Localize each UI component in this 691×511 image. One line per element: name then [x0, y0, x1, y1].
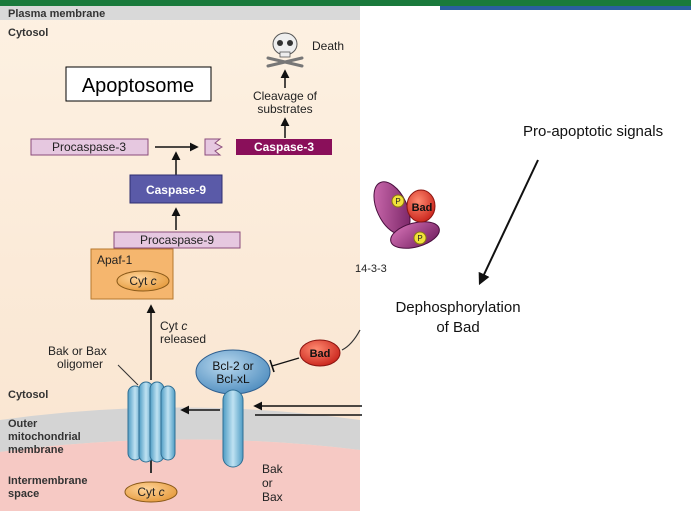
oligomer-pointer — [117, 364, 139, 386]
top-bar — [0, 0, 691, 6]
apoptosome-label: Apoptosome — [82, 75, 194, 97]
top-bar-accent — [440, 6, 691, 10]
intermembrane-label-1: Intermembrane — [8, 475, 87, 487]
dephosphorylation-label-2: of Bad — [436, 319, 479, 336]
bad-label: Bad — [310, 348, 331, 360]
cytc-released-label-2: released — [160, 332, 206, 346]
bak-bax-label-3: Bax — [262, 490, 283, 504]
phosphate-1 — [391, 194, 405, 208]
inhibition-line — [271, 357, 300, 367]
death-label: Death — [312, 39, 344, 53]
skull-icon — [266, 32, 304, 68]
bad-connector — [341, 329, 361, 351]
bak-bax-single — [222, 389, 244, 468]
intermembrane-label-2: space — [8, 488, 39, 500]
procaspase-3-label: Procaspase-3 — [52, 140, 126, 154]
inhibition-bar — [269, 359, 275, 373]
cyt-c-intermembrane-label: Cyt c — [137, 485, 164, 499]
dephosphorylation-label-1: Dephosphorylation — [395, 299, 520, 316]
oligomer-label-2: oligomer — [57, 357, 103, 371]
bcl-2-label-1: Bcl-2 or — [212, 359, 253, 373]
bad-phospho-label: Bad — [412, 202, 433, 214]
caspase-9-box — [129, 174, 223, 204]
cleaved-fragment — [204, 138, 224, 156]
cyt-c-apaf-label: Cyt c — [129, 274, 156, 288]
oligomer-label-1: Bak or Bax — [48, 344, 107, 358]
bak-bax-label-2: or — [262, 476, 273, 490]
bak-bax-oligomer-channel — [127, 381, 176, 473]
caspase-3-label: Caspase-3 — [254, 140, 314, 154]
bak-bax-label-1: Bak — [262, 462, 284, 476]
outer-membrane-label-3: membrane — [8, 444, 64, 456]
apoptosome-box — [65, 66, 212, 102]
intermembrane-space — [0, 439, 360, 511]
cleavage-label-1: Cleavage of — [253, 89, 318, 103]
caspase-9-label: Caspase-9 — [146, 183, 206, 197]
plasma-membrane-band — [0, 6, 360, 20]
signal-arrow-diagonal — [478, 159, 539, 286]
cytosol-lower-label: Cytosol — [8, 389, 48, 401]
phosphate-2 — [413, 231, 427, 245]
phosphate-2-label: P — [417, 234, 422, 243]
bcl-2-label-2: Bcl-xL — [216, 372, 250, 386]
cytosol-top-label: Cytosol — [8, 27, 48, 39]
procaspase-9-box — [113, 231, 241, 249]
outer-membrane-label-1: Outer — [8, 418, 38, 430]
cyt-c-apaf — [116, 270, 170, 292]
caspase-3-box — [236, 139, 332, 155]
procaspase-3-box — [30, 138, 149, 156]
apaf-1-label: Apaf-1 — [97, 253, 133, 267]
cyt-c-intermembrane — [124, 481, 178, 503]
procaspase-9-label: Procaspase-9 — [140, 233, 214, 247]
bad-protein — [299, 339, 341, 367]
pro-apoptotic-signals-label: Pro-apoptotic signals — [523, 123, 663, 140]
bad-phospho-protein — [406, 189, 436, 223]
outer-mitochondrial-membrane — [0, 407, 360, 452]
protein-14-3-3-label: 14-3-3 — [355, 263, 387, 275]
cytc-released-label-1: Cyt c — [160, 319, 187, 333]
plasma-membrane-label: Plasma membrane — [8, 8, 105, 20]
phosphate-1-label: P — [395, 197, 400, 206]
outer-membrane-label-2: mitochondrial — [8, 431, 81, 443]
cleavage-label-2: substrates — [257, 102, 312, 116]
